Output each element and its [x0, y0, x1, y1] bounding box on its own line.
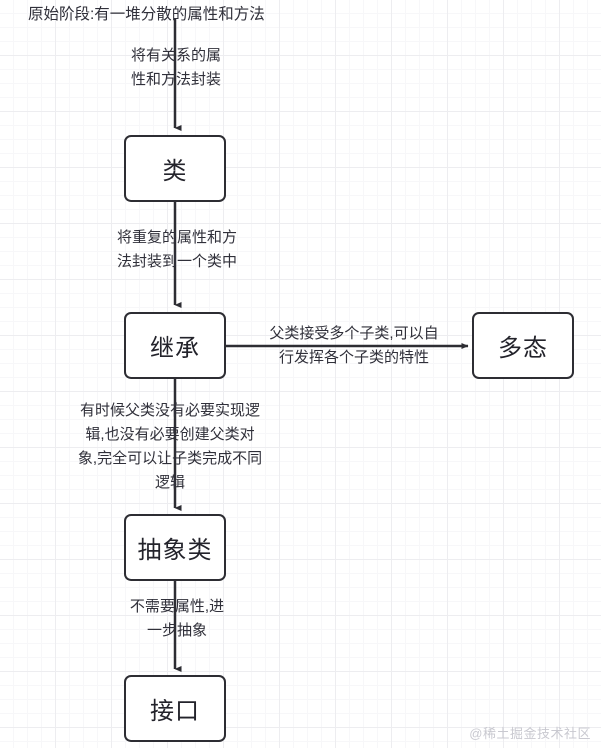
- edge-label-origin-to-class: 将有关系的属 性和方法封装: [130, 47, 221, 88]
- edge-label-inheritance-to-polymorphism: 父类接受多个子类,可以自 行发挥各个子类的特性: [269, 325, 439, 366]
- origin-stage-title: 原始阶段:有一堆分散的属性和方法: [28, 6, 265, 23]
- edge-label-inheritance-to-abstract: 有时候父类没有必要实现逻 辑,也没有必要创建父类对 象,完全可以让子类完成不同 …: [77, 402, 263, 491]
- node-class[interactable]: 类: [124, 135, 226, 202]
- node-inheritance[interactable]: 继承: [124, 312, 226, 379]
- edge-label-class-to-inheritance: 将重复的属性和方 法封装到一个类中: [116, 229, 237, 270]
- node-interface[interactable]: 接口: [124, 675, 226, 742]
- edge-label-abstract-to-interface: 不需要属性,进 一步抽象: [129, 598, 225, 639]
- node-abstract-class[interactable]: 抽象类: [124, 514, 226, 581]
- node-polymorphism[interactable]: 多态: [472, 312, 574, 379]
- watermark-label: @稀土掘金技术社区: [469, 726, 591, 741]
